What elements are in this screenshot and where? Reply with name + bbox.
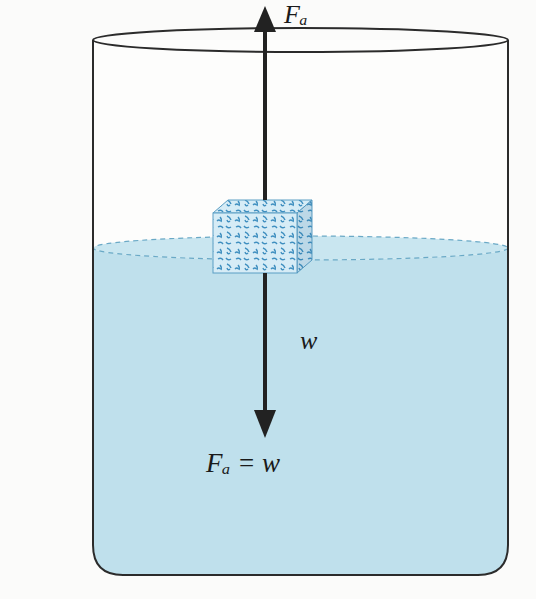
beaker-rim [93,28,508,52]
equation-label: Fₐ = w [206,448,280,478]
weight-label: w [300,326,317,355]
beaker-inside [93,40,508,575]
equation-label-holder: Fₐ = w [206,448,280,479]
buoyancy-arrow [254,6,276,200]
water [93,248,508,575]
force-label: Fₐ [284,0,308,29]
weight-arrow [254,273,276,438]
weight-label-holder: w [300,326,317,356]
force-label-holder: Fₐ [284,0,308,30]
beaker-wall [93,40,508,575]
floating-block [213,200,312,273]
